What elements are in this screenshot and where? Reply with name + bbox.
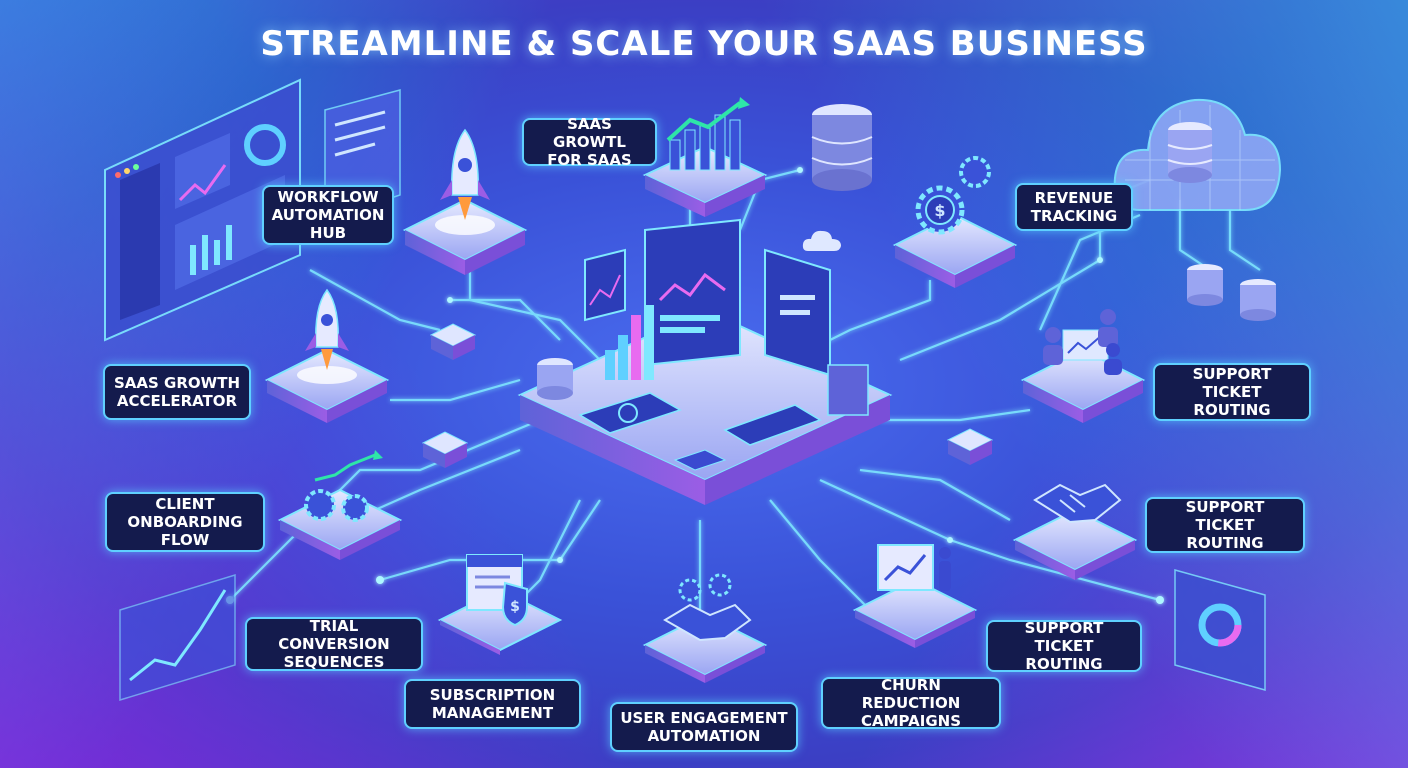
dashboard-hub-icon	[517, 218, 893, 505]
page-title: STREAMLINE & SCALE YOUR SAAS BUSINESS	[260, 24, 1148, 64]
cloud-database-icon	[1113, 98, 1282, 211]
report-panel-icon	[1174, 569, 1266, 691]
svg-text:$: $	[934, 201, 945, 220]
node-icon	[946, 428, 994, 465]
cloud-icon	[802, 230, 841, 251]
growth-chart-icon	[642, 97, 768, 217]
database-icon	[811, 104, 873, 191]
dashboard-panel-icon	[104, 78, 301, 342]
calendar-shield-icon: $	[437, 554, 563, 655]
svg-text:$: $	[510, 599, 520, 615]
rocket-icon	[402, 128, 528, 275]
line-chart-icon	[119, 573, 236, 702]
handshake-icon	[642, 573, 768, 683]
node-icon	[421, 431, 469, 468]
mini-database-icon	[1187, 264, 1276, 321]
rocket-icon	[264, 288, 390, 423]
gears-arrow-icon	[277, 450, 403, 560]
dollar-gear-icon: $	[892, 156, 1018, 288]
team-meeting-icon	[1020, 309, 1146, 423]
handshake-icon	[1012, 483, 1138, 580]
presentation-icon	[852, 544, 978, 648]
node-icon	[429, 323, 477, 360]
